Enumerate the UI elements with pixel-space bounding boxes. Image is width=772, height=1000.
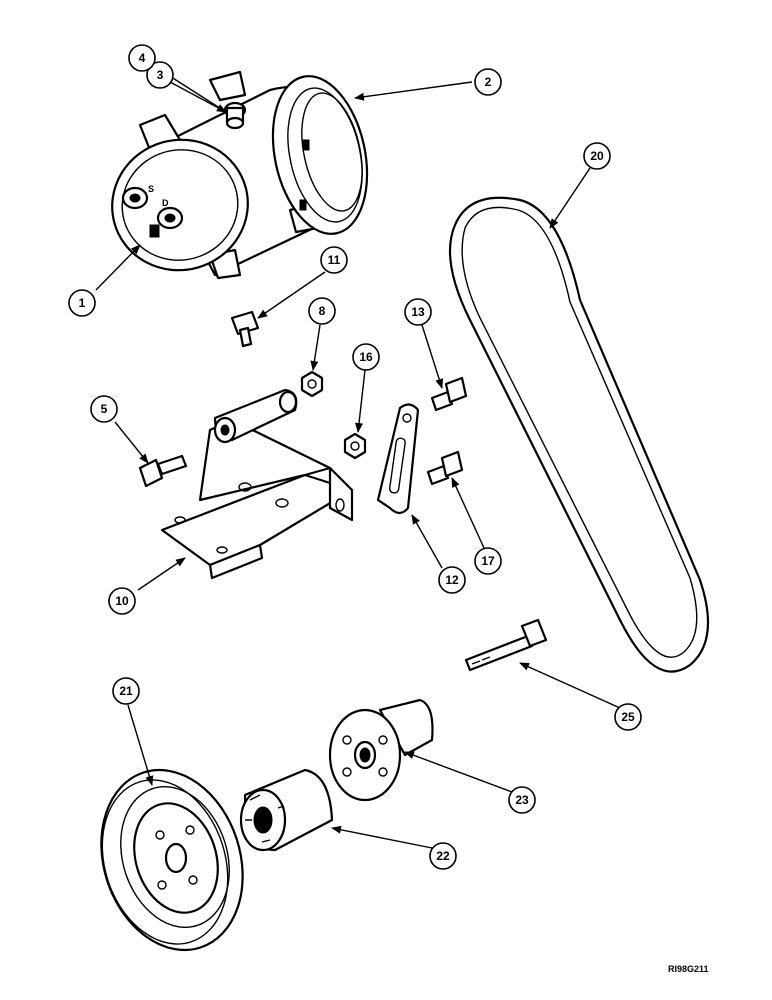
bolt-13 xyxy=(430,376,468,412)
hub-23 xyxy=(328,698,434,802)
svg-text:12: 12 xyxy=(445,573,459,587)
leader-lines xyxy=(95,65,621,849)
svg-text:D: D xyxy=(162,198,169,208)
crank-pulley-21 xyxy=(100,768,244,952)
svg-text:4: 4 xyxy=(139,51,146,65)
svg-text:22: 22 xyxy=(436,849,450,863)
callout-5: 5 xyxy=(90,395,118,423)
callout-1: 1 xyxy=(68,289,96,317)
nut-16 xyxy=(343,432,367,460)
callout-10: 10 xyxy=(108,587,136,615)
bolt-11 xyxy=(230,310,260,348)
callout-8: 8 xyxy=(308,297,336,325)
svg-text:10: 10 xyxy=(115,594,129,608)
coupler-22 xyxy=(239,768,334,852)
svg-text:23: 23 xyxy=(515,793,529,807)
callout-17: 17 xyxy=(474,547,502,575)
adjusting-strap-12 xyxy=(376,403,420,515)
mounting-bracket-10 xyxy=(160,388,354,580)
svg-text:1: 1 xyxy=(79,296,86,310)
svg-text:25: 25 xyxy=(621,710,635,724)
bolt-25 xyxy=(464,618,548,672)
svg-text:13: 13 xyxy=(411,305,425,319)
callout-22: 22 xyxy=(429,842,457,870)
callout-21: 21 xyxy=(112,677,140,705)
callout-13: 13 xyxy=(404,298,432,326)
callout-3: 3 xyxy=(146,61,174,89)
callout-11: 11 xyxy=(320,246,348,274)
bolt-17 xyxy=(426,450,464,486)
svg-text:11: 11 xyxy=(328,253,341,267)
svg-text:17: 17 xyxy=(481,554,495,568)
svg-text:16: 16 xyxy=(359,350,373,364)
svg-text:5: 5 xyxy=(101,402,108,416)
callout-16: 16 xyxy=(352,343,380,371)
bolt-5 xyxy=(138,454,188,488)
nut-8 xyxy=(300,370,324,398)
callout-2: 2 xyxy=(474,68,502,96)
svg-text:8: 8 xyxy=(319,304,326,318)
callout-25: 25 xyxy=(614,703,642,731)
svg-text:3: 3 xyxy=(157,68,164,82)
ac-compressor: S D xyxy=(111,70,369,280)
drawing-code: RI98G211 xyxy=(668,964,709,974)
callout-23: 23 xyxy=(508,786,536,814)
drive-belt xyxy=(448,196,710,673)
callout-20: 20 xyxy=(583,142,611,170)
svg-text:21: 21 xyxy=(119,684,133,698)
svg-text:2: 2 xyxy=(485,75,492,89)
callout-4: 4 xyxy=(128,44,156,72)
svg-text:S: S xyxy=(148,184,154,194)
callout-12: 12 xyxy=(438,566,466,594)
svg-text:20: 20 xyxy=(590,149,604,163)
